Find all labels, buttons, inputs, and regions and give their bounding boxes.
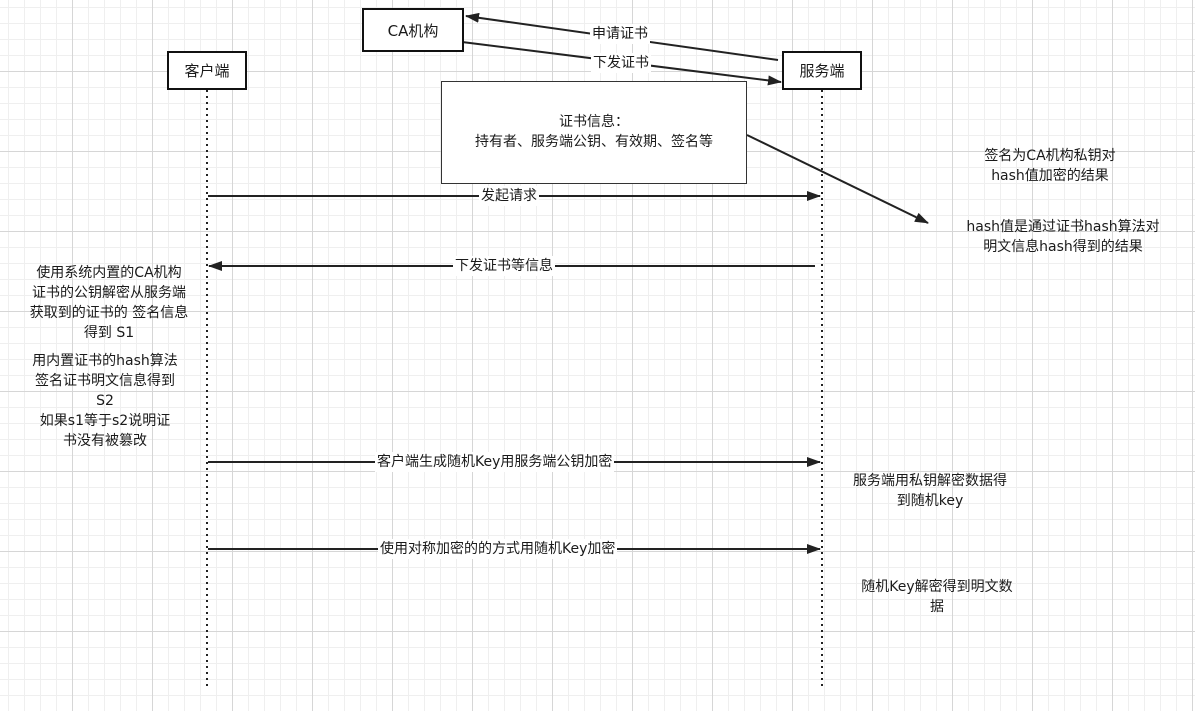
ca-box: CA机构 — [362, 8, 464, 52]
server-box: 服务端 — [782, 51, 862, 90]
initiate-request-label: 发起请求 — [479, 186, 539, 206]
send-cert-info-label: 下发证书等信息 — [453, 256, 555, 276]
issue-cert-label: 下发证书 — [591, 53, 651, 73]
send-random-key-label: 客户端生成随机Key用服务端公钥加密 — [375, 452, 615, 472]
random-key-decrypt-note: 随机Key解密得到明文数 据 — [861, 579, 1013, 615]
apply-cert-label: 申请证书 — [590, 24, 650, 44]
signature-note: 签名为CA机构私钥对 hash值加密的结果 — [984, 148, 1116, 184]
certificate-note-arrow — [746, 134, 929, 224]
certificate-info-box: 证书信息： 持有者、服务端公钥、有效期、签名等 — [441, 81, 747, 184]
client-verify-s2-note: 用内置证书的hash算法 签名证书明文信息得到 S2 如果s1等于s2说明证 书… — [32, 353, 178, 449]
certificate-title: 证书信息： — [559, 114, 629, 130]
client-verify-s1-note: 使用系统内置的CA机构 证书的公钥解密从服务端 获取到的证书的 签名信息 得到 … — [29, 265, 189, 341]
symmetric-encrypt-label: 使用对称加密的的方式用随机Key加密 — [378, 539, 618, 559]
hash-note: hash值是通过证书hash算法对 明文信息hash得到的结果 — [966, 219, 1160, 255]
client-box: 客户端 — [167, 51, 247, 90]
certificate-content: 持有者、服务端公钥、有效期、签名等 — [475, 134, 713, 150]
server-decrypt-key-note: 服务端用私钥解密数据得 到随机key — [853, 473, 1007, 509]
